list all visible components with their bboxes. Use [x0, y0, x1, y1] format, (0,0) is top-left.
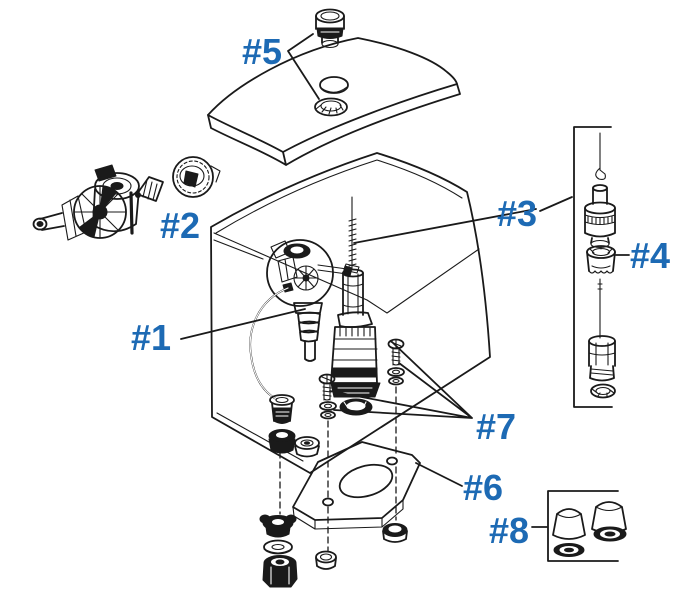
callout-labels: #1 #2 #3 #4 #5 #6 #7 #8 — [131, 31, 670, 551]
tank-bolt-right — [387, 338, 405, 521]
leader-7 — [329, 340, 473, 419]
handle-bushing — [172, 156, 221, 198]
part-label-1: #1 — [131, 317, 171, 358]
tank-hole-grommet — [294, 436, 320, 458]
refill-hose — [249, 287, 289, 400]
lid-lock-nut — [314, 97, 348, 117]
gasket-plate-face — [292, 441, 421, 521]
lid-thickness-edges — [207, 83, 461, 166]
supply-lock-nut — [262, 555, 298, 588]
part-label-5: #5 — [242, 31, 282, 72]
part-label-8: #8 — [489, 510, 529, 551]
supply-fitting — [269, 394, 295, 424]
flush-valve-rod-threads — [348, 218, 357, 267]
gasket-plate — [292, 441, 421, 530]
lid-cap — [315, 8, 345, 49]
supply-washer — [263, 539, 293, 555]
gasket-plate-center-hole — [338, 463, 394, 499]
tank-lid — [207, 37, 461, 166]
part-label-3: #3 — [497, 193, 537, 234]
tank-inner-rim — [215, 159, 463, 234]
handle-assembly — [32, 164, 140, 241]
fill-valve — [266, 239, 353, 362]
part-label-2: #2 — [160, 205, 200, 246]
bolt-caps-set — [547, 490, 627, 562]
fill-valve-lock-nut — [268, 429, 296, 454]
column-bracket — [573, 126, 613, 408]
leader-6 — [415, 462, 463, 487]
cartridge-column — [573, 126, 616, 408]
handle-cone-screw — [135, 176, 164, 202]
plate-nut-right — [382, 523, 408, 543]
cartridge-seal-cup — [586, 245, 616, 274]
tank-interior-lines — [213, 232, 480, 462]
leader-1 — [180, 308, 306, 340]
part-label-4: #4 — [630, 235, 670, 276]
leader-5 — [287, 33, 320, 100]
bolt-caps-bracket — [547, 490, 619, 562]
wing-nut — [259, 514, 297, 538]
part-label-7: #7 — [476, 406, 516, 447]
tank-outline — [210, 152, 491, 474]
part-label-6: #6 — [463, 467, 503, 508]
flush-valve — [330, 196, 381, 416]
plate-nut-left — [315, 550, 337, 570]
fill-valve-head-circle — [266, 239, 334, 307]
leader-3a — [539, 196, 573, 212]
leader-lines — [180, 33, 630, 528]
lid-hole — [319, 76, 349, 94]
leader-3b — [353, 208, 537, 244]
tank-body — [210, 152, 491, 474]
